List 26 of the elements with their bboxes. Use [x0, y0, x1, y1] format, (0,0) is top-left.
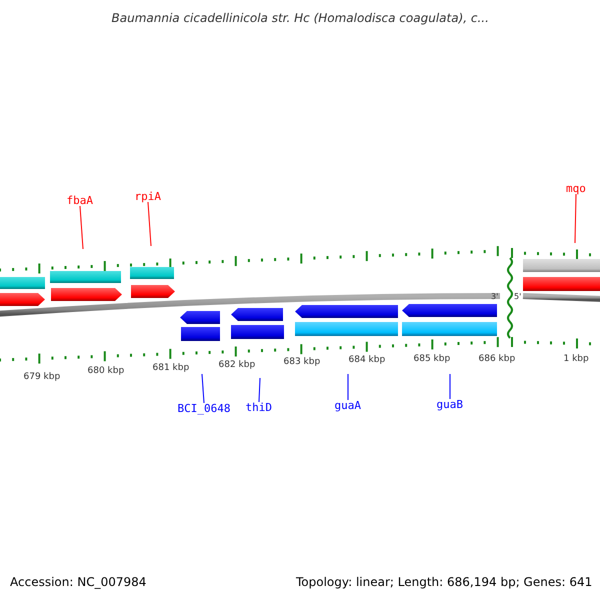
scale-label: 679 kbp [24, 373, 60, 382]
leader-line [80, 206, 84, 250]
scale-label: 680 kbp [88, 367, 124, 376]
scale-label: 1 kbp [564, 355, 589, 364]
scale-label: 685 kbp [414, 355, 450, 364]
leader-line [148, 202, 152, 246]
gene-label: fbaA [66, 195, 93, 206]
gene-label: guaA [334, 400, 361, 411]
genome-summary-text: Topology: linear; Length: 686,194 bp; Genes: 641 [296, 576, 592, 588]
leader-line [574, 194, 576, 244]
title-text: Baumannia cicadellinicola str. Hc (Homalodisca coagulata), c... [112, 12, 489, 24]
scale-label: 681 kbp [152, 364, 190, 373]
gene-label: rpiA [134, 191, 161, 202]
scale-label: 684 kbp [348, 356, 386, 365]
scale-label: 683 kbp [284, 358, 320, 367]
strand-end-label: 3' [491, 293, 498, 301]
gene-label: guaB [436, 399, 463, 410]
gene-label: BCI_0648 [178, 403, 230, 414]
strand-end-label: 5' [514, 293, 522, 301]
leader-line [258, 378, 260, 402]
gene-label: mqo [566, 183, 586, 194]
scale-label: 682 kbp [218, 361, 256, 370]
scale-label: 686 kbp [478, 355, 516, 364]
leader-line [202, 374, 204, 404]
accession-text: Accession: NC_007984 [10, 576, 146, 588]
gene-label: thiD [246, 402, 272, 413]
